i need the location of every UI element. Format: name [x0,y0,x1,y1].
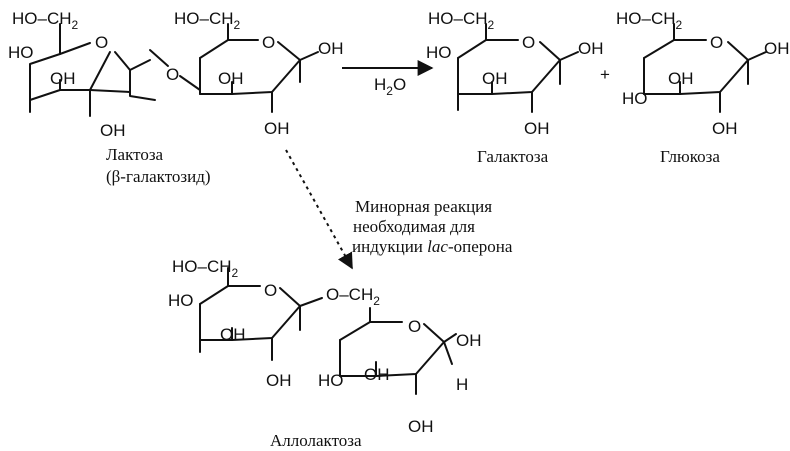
allolactose-ring2-h: H [456,375,468,394]
lactose-bridge-o: O [166,65,179,84]
allolactose-glucose-ring: O OH H HO OH OH [318,307,482,436]
allolactose-ring2-oh-mid: OH [364,365,390,384]
lactose-ring1-ho-ch2: HO–CH2 [12,9,79,32]
glucose-oh-bottom: OH [712,119,738,138]
allolactose-ring2-oh-right: OH [456,331,482,350]
galactose-ho-ch2: HO–CH2 [428,9,495,32]
lactose-ring1-oh-bottom: OH [100,121,126,140]
allolactose-galactose-ring: HO–CH2 HO O OH OH [168,257,323,390]
lactose-structure: HO–CH2 HO O OH OH O HO–CH2 O OH OH [8,9,344,140]
reaction-note-line1: Минорная реакция [355,197,492,216]
lactose-subcaption: (β-галактозид) [106,167,211,186]
water-label: H2O [374,75,406,98]
lactose-ring1-ho: HO [8,43,34,62]
lactose-glycosidic-bond: O [149,49,201,91]
galactose-oh-right: OH [578,39,604,58]
hydrolysis-arrow: H2O [342,60,434,98]
lactose-ring2-oh-right: OH [318,39,344,58]
allolactose-bridge: O–CH2 [326,285,380,308]
lactose-ring1-oh-mid: OH [50,69,76,88]
allolactose-ring2-oh-bottom: OH [408,417,434,436]
allolactose-ring1-o: O [264,281,277,300]
lactose-ring2-oh-bottom: OH [264,119,290,138]
glucose-oh-right: OH [764,39,790,58]
galactose-oh-bottom: OH [524,119,550,138]
glucose-o: O [710,33,723,52]
glucose-ho-ch2: HO–CH2 [616,9,683,32]
glucose-structure: HO–CH2 O OH HO OH OH [616,9,790,138]
galactose-caption: Галактоза [477,147,549,166]
allolactose-ring2-ho: HO [318,371,344,390]
galactose-ho: HO [426,43,452,62]
minor-reaction-arrow [285,149,353,270]
lactose-galactose-ring: HO–CH2 HO O OH OH [8,9,156,140]
allolactose-caption: Аллолактоза [270,431,362,450]
reaction-note-line2: необходимая для [353,217,475,236]
galactose-oh-mid: OH [482,69,508,88]
glucose-ho-left: HO [622,89,648,108]
lactose-ring1-o: O [95,33,108,52]
glucose-caption: Глюкоза [660,147,720,166]
allolactose-ring1-oh-mid: OH [220,325,246,344]
lactose-ring2-oh-mid: OH [218,69,244,88]
allolactose-ring1-ho-ch2: HO–CH2 [172,257,239,280]
galactose-structure: HO–CH2 HO O OH OH OH [426,9,604,138]
allolactose-ring2-o: O [408,317,421,336]
glucose-oh-mid: OH [668,69,694,88]
reaction-note-line3: индукции lac-оперона [352,237,513,256]
allolactose-structure: HO–CH2 HO O OH OH O–CH2 O OH H HO OH OH [168,257,482,436]
plus-sign: + [600,65,610,84]
lactose-ring2-o: O [262,33,275,52]
allolactose-ring1-oh-bottom: OH [266,371,292,390]
lactose-ring2-ho-ch2: HO–CH2 [174,9,241,32]
allolactose-ring1-ho: HO [168,291,194,310]
galactose-o: O [522,33,535,52]
lactose-caption: Лактоза [106,145,164,164]
lactose-glucose-ring: HO–CH2 O OH OH OH [174,9,344,138]
